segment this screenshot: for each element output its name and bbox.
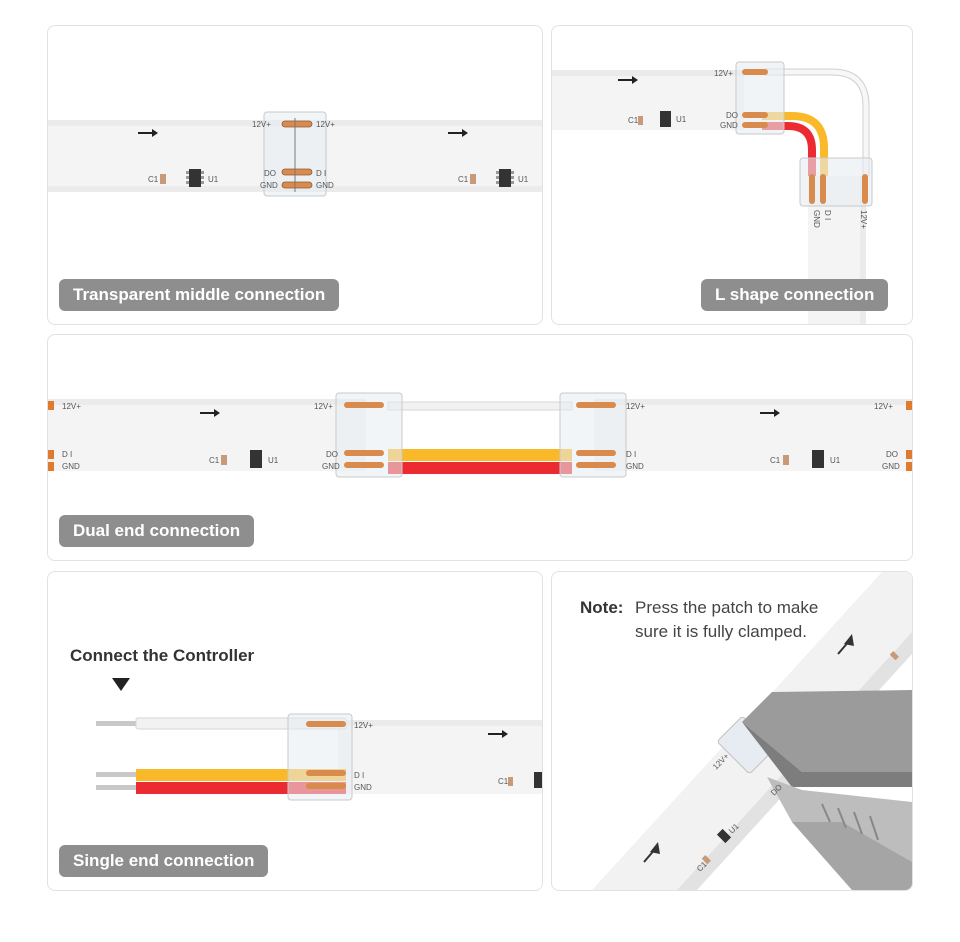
arrow-up-icon [837, 634, 854, 655]
transparent-connector [263, 111, 327, 197]
svg-text:12V+: 12V+ [626, 402, 645, 411]
clamp-illustration: 12V+ DO U1 C1 [592, 572, 912, 890]
svg-text:D I: D I [354, 771, 364, 780]
svg-text:GND: GND [720, 121, 738, 130]
svg-text:U1: U1 [830, 456, 841, 465]
single-diagram: C1 12V+ D I GND [96, 678, 542, 801]
svg-text:C1: C1 [628, 116, 639, 125]
arrow-right-icon [618, 76, 638, 84]
svg-text:U1: U1 [208, 175, 219, 184]
arrow-right-icon [488, 730, 508, 738]
white-wire [387, 401, 573, 411]
svg-text:D I: D I [316, 169, 326, 178]
dual-diagram: 12V+ D I GND 12V+ DO GND C1 U1 C1 U1 12 [48, 392, 912, 478]
svg-text:12V+: 12V+ [252, 120, 271, 129]
note-label: Note: [580, 598, 624, 617]
svg-text:GND: GND [316, 181, 334, 190]
triangle-down-icon [112, 678, 130, 691]
connector-horizontal [735, 61, 785, 135]
connector-left [335, 392, 403, 478]
capacitor-c1: C1 [628, 116, 643, 125]
svg-text:U1: U1 [518, 175, 529, 184]
svg-text:GND: GND [260, 181, 278, 190]
led-strip-right [594, 399, 912, 471]
svg-text:GND: GND [322, 462, 340, 471]
lshape-diagram: C1 U1 12V+ DO GND GND D I 12V+ [552, 61, 873, 324]
svg-text:C1: C1 [498, 777, 509, 786]
connector-right [559, 392, 627, 478]
arrow-right-icon [138, 129, 158, 137]
svg-text:C1: C1 [209, 456, 220, 465]
connector-single [287, 713, 353, 801]
svg-text:12V+: 12V+ [714, 69, 733, 78]
chip-u1: U1 [250, 450, 279, 468]
arrow-right-icon [760, 409, 780, 417]
red-wire [762, 122, 816, 176]
caption-transparent-middle: Transparent middle connection [59, 279, 340, 311]
svg-text:12V+: 12V+ [316, 120, 335, 129]
capacitor-c1: C1 [148, 174, 166, 184]
svg-text:U1: U1 [676, 115, 687, 124]
yellow-wire [762, 112, 828, 176]
svg-text:GND: GND [62, 462, 80, 471]
svg-text:C1: C1 [148, 175, 159, 184]
capacitor-c1: C1 [498, 777, 513, 786]
red-wire [388, 462, 572, 474]
led-strip-horizontal [552, 70, 744, 130]
note-body: Press the patch to make sure it is fully… [635, 598, 819, 641]
svg-text:GND: GND [626, 462, 644, 471]
svg-text:GND: GND [812, 210, 821, 228]
chip-u1: U1 [812, 450, 841, 468]
svg-text:12V+: 12V+ [859, 210, 868, 229]
svg-text:GND: GND [354, 783, 372, 792]
caption-dual-end: Dual end connection [59, 515, 255, 547]
svg-text:D I: D I [62, 450, 72, 459]
panel-l-shape: C1 U1 12V+ DO GND GND D I 12V+ L shape c… [551, 25, 913, 325]
svg-text:GND: GND [882, 462, 900, 471]
svg-text:12V+: 12V+ [874, 402, 893, 411]
panel-single-end: Connect the Controller C1 12V+ D I GND S… [47, 571, 543, 891]
middle-diagram: C1 U1 C1 U1 12V+ 12V+ DO D I GND GND [48, 111, 542, 197]
pliers-upper-jaw [742, 690, 912, 772]
svg-text:C1: C1 [458, 175, 469, 184]
capacitor-c1: C1 [770, 455, 789, 465]
svg-text:C1: C1 [770, 456, 781, 465]
svg-text:DO: DO [326, 450, 338, 459]
arrow-right-icon [448, 129, 468, 137]
led-strip-left [48, 399, 366, 471]
chip-u1: U1 [186, 169, 219, 187]
svg-text:12V+: 12V+ [314, 402, 333, 411]
connector-vertical [799, 157, 873, 207]
arrow-up-icon [643, 842, 660, 863]
yellow-wire [388, 449, 572, 461]
svg-text:12V+: 12V+ [354, 721, 373, 730]
caption-l-shape: L shape connection [701, 279, 889, 311]
capacitor-c1: C1 [458, 174, 476, 184]
svg-text:DO: DO [886, 450, 898, 459]
svg-text:DO: DO [264, 169, 276, 178]
svg-text:DO: DO [726, 111, 738, 120]
controller-title: Connect the Controller [70, 646, 255, 665]
chip-u1: U1 [660, 111, 687, 127]
panel-dual-end: 12V+ D I GND 12V+ DO GND C1 U1 C1 U1 12 [47, 334, 913, 561]
svg-text:D I: D I [823, 210, 832, 220]
arrow-right-icon [200, 409, 220, 417]
caption-single-end: Single end connection [59, 845, 269, 877]
svg-text:12V+: 12V+ [62, 402, 81, 411]
svg-text:D I: D I [626, 450, 636, 459]
chip-u1: U1 [496, 169, 529, 187]
panel-transparent-middle: C1 U1 C1 U1 12V+ 12V+ DO D I GND GND Tra… [47, 25, 543, 325]
svg-text:U1: U1 [268, 456, 279, 465]
panel-note: 12V+ DO U1 C1 Note: Press the patch to m… [551, 571, 913, 891]
capacitor-c1: C1 [209, 455, 227, 465]
